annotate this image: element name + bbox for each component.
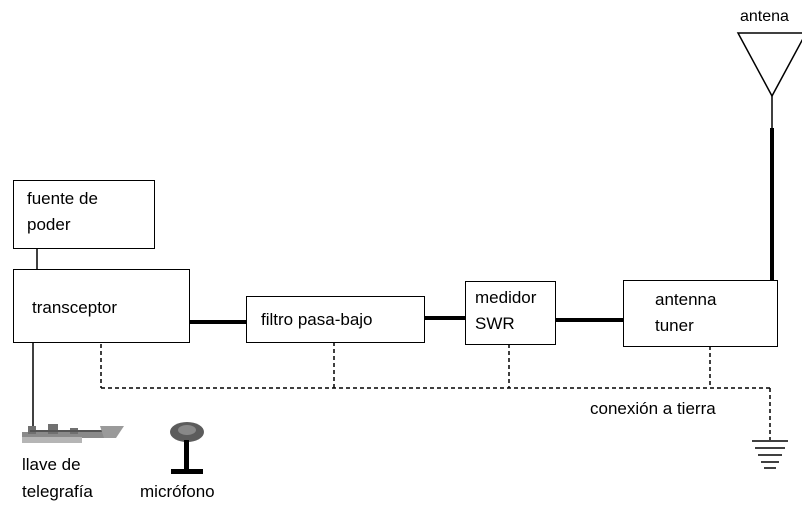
telegraph-key-label-line1: llave de [22,455,81,474]
telegraph-key-icon [22,424,124,443]
low-pass-filter-block: filtro pasa-bajo [246,296,425,343]
transceiver-label: transceptor [32,298,118,317]
power-supply-label-line2: poder [27,215,71,234]
low-pass-filter-label: filtro pasa-bajo [261,310,373,329]
antenna-tuner-label-line2: tuner [655,316,694,335]
antenna-label: antena [740,8,789,25]
antenna-tuner-block: antenna tuner [623,280,778,347]
swr-meter-label-line1: medidor [475,288,537,307]
antenna-icon [736,32,802,128]
telegraph-key-label-line2: telegrafía [22,482,93,501]
ground-icon [752,440,788,469]
swr-meter-label-line2: SWR [475,314,515,333]
ground-label: conexión a tierra [590,399,716,418]
power-supply-block: fuente de poder [13,180,155,249]
swr-meter-block: medidor SWR [465,281,556,345]
microphone-label: micrófono [140,482,215,501]
transceiver-block: transceptor [13,269,190,343]
microphone-icon [170,422,204,474]
antenna-tuner-label-line1: antenna [655,290,717,309]
ground-wiring [100,342,771,440]
power-supply-label-line1: fuente de [27,189,98,208]
